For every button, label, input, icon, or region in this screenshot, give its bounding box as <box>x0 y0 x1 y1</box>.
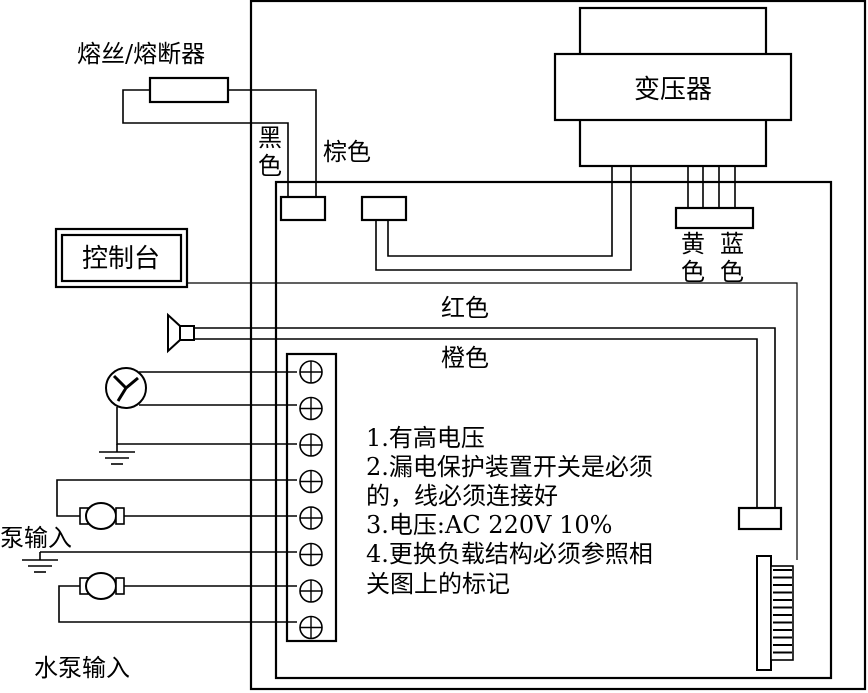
label-yellow-text: 色 <box>681 258 705 286</box>
label-blue: 蓝色 <box>720 230 744 286</box>
control-panel: 控制台 <box>54 227 189 289</box>
motor2-wire <box>58 585 297 623</box>
heater-element <box>756 555 794 671</box>
terminal-cross <box>300 616 322 639</box>
terminal-cross <box>300 507 322 529</box>
red-wire <box>194 327 776 508</box>
terminal-cross <box>300 580 322 602</box>
label-black: 黑色 <box>258 124 282 180</box>
fuse-label: 熔丝/熔断器 <box>77 40 205 68</box>
terminal-cross <box>300 543 322 566</box>
fuse-wire-left <box>122 89 289 197</box>
note-line-4: 3.电压:AC 220V 10% <box>366 511 612 539</box>
terminal-screws <box>299 360 323 640</box>
note-line-5: 4.更换负载结构必须参照相 <box>366 540 653 568</box>
label-pump-input-2: 水泵输入 <box>34 654 130 682</box>
motor1-wire <box>56 479 297 517</box>
fuse-wire-right <box>228 89 317 197</box>
label-black-text: 黑 <box>258 124 282 152</box>
note-line-2: 2.漏电保护装置开关是必须 <box>366 453 653 481</box>
fuse-symbol <box>148 76 230 104</box>
note-line-1: 1.有高电压 <box>366 424 485 452</box>
connector-red-orange <box>737 506 783 531</box>
transformer-lead-b <box>375 166 632 271</box>
ground-wire-2 <box>39 551 297 560</box>
buzzer-icon <box>167 312 195 354</box>
note-line-6: 关图上的标记 <box>366 570 510 598</box>
lead-yellow-blue <box>687 166 736 208</box>
transformer: 变压器 <box>553 6 793 168</box>
transformer-label: 变压器 <box>634 75 712 105</box>
connector-transformer-primary <box>360 195 408 222</box>
label-brown: 棕色 <box>323 138 371 166</box>
motor-icon <box>79 572 125 600</box>
ground-icon <box>22 559 58 573</box>
motor-icon <box>79 502 125 530</box>
transformer-lead-a <box>387 166 613 257</box>
control-panel-wire <box>187 282 798 560</box>
label-black-text: 色 <box>258 152 282 180</box>
socket-icon <box>105 367 147 409</box>
control-panel-label: 控制台 <box>82 244 160 274</box>
connector-yellow-blue <box>674 206 755 230</box>
label-blue-text: 蓝 <box>720 230 744 258</box>
label-red: 红色 <box>441 294 489 322</box>
ground-icon <box>99 444 135 465</box>
inner-board <box>274 180 833 680</box>
label-orange: 橙色 <box>441 344 489 372</box>
label-pump-input-1: 泵输入 <box>0 524 72 552</box>
ground-wire-1 <box>116 407 297 445</box>
terminal-cross <box>300 434 322 456</box>
terminal-cross <box>300 397 322 420</box>
terminal-cross <box>300 361 322 383</box>
terminal-cross <box>300 470 322 493</box>
label-yellow-text: 黄 <box>681 230 705 258</box>
connector-fuse <box>279 195 327 222</box>
outer-enclosure <box>249 0 867 691</box>
label-yellow: 黄色 <box>681 230 705 286</box>
orange-wire <box>194 338 758 508</box>
note-line-3: 的，线必须连接好 <box>366 482 558 510</box>
label-blue-text: 色 <box>720 258 744 286</box>
notes: 1.有高电压 2.漏电保护装置开关是必须 的，线必须连接好 3.电压:AC 22… <box>366 424 653 598</box>
